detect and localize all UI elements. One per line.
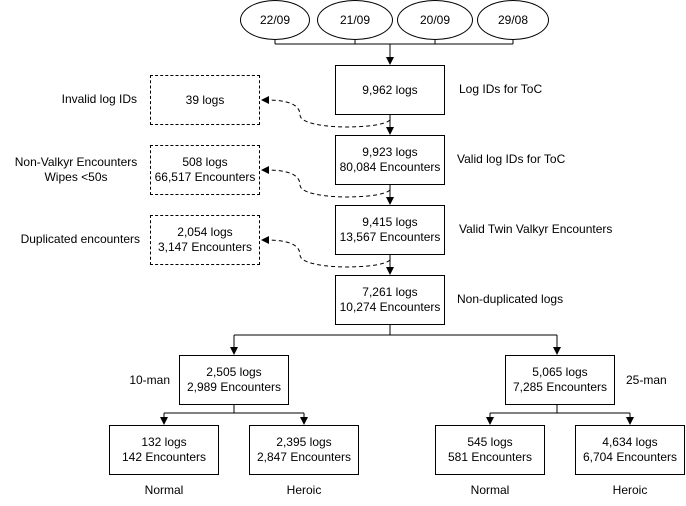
exclusion-arrow [261,236,391,268]
group-node-10-man: 2,505 logs 2,989 Encounters [179,355,289,405]
node-line: 7,261 logs [362,285,418,299]
leaf-node-10-normal: 132 logs 142 Encounters [109,425,219,475]
node-line: 6,704 Encounters [582,450,678,464]
node-line: 142 Encounters [121,450,207,464]
group-label: 10-man [129,373,170,387]
excluded-node-invalid-ids: 39 logs [150,75,260,125]
label-line: Duplicated encounters [20,232,140,246]
date-connector [274,32,514,45]
leaf-node-25-normal: 545 logs 581 Encounters [435,425,545,475]
node-line: 508 logs [182,155,228,169]
node-line: 132 logs [141,435,187,449]
label-line: Wipes <50s [44,170,108,184]
node-line: 9,923 logs [362,145,418,159]
leaf-label: Normal [470,483,510,497]
leaf-node-10-heroic: 2,395 logs 2,847 Encounters [249,425,359,475]
node-line: 2,505 logs [206,365,262,379]
exclusion-arrow [261,166,391,198]
node-line: 80,084 Encounters [339,160,441,174]
node-line: 7,285 Encounters [512,380,608,394]
flow-node-valid-valkyr: 9,415 logs 13,567 Encounters [335,205,445,255]
node-line: 545 logs [467,435,513,449]
date-oval: 21/09 [317,0,393,40]
group-label: 25-man [626,373,667,387]
node-line: 9,415 logs [362,215,418,229]
node-line: 13,567 Encounters [339,230,441,244]
date-oval: 22/09 [240,0,310,40]
flow-label: Valid log IDs for ToC [457,152,566,166]
node-line: 39 logs [185,92,225,107]
node-line: 4,634 logs [602,435,658,449]
group-node-25-man: 5,065 logs 7,285 Encounters [505,355,615,405]
flow-label: Non-duplicated logs [457,292,564,306]
excluded-label: Non-Valkyr Encounters Wipes <50s [8,155,144,185]
node-line: 3,147 Encounters [157,240,253,254]
node-line: 10,274 Encounters [339,300,441,314]
excluded-node-duplicated: 2,054 logs 3,147 Encounters [150,215,260,265]
excluded-label: Invalid log IDs [62,92,137,107]
leaf-label: Heroic [612,483,648,497]
flow-label: Valid Twin Valkyr Encounters [459,222,613,236]
node-line: 5,065 logs [532,365,588,379]
split-connector [164,405,630,414]
flow-label: Log IDs for ToC [459,82,543,96]
label-line: Invalid log IDs [61,92,137,106]
flow-node-non-duplicated: 7,261 logs 10,274 Encounters [335,275,445,325]
exclusion-arrow [261,96,391,128]
excluded-label: Duplicated encounters [21,232,140,247]
node-line: 2,989 Encounters [186,380,282,394]
node-line: 2,847 Encounters [256,450,352,464]
flow-node-valid-log-ids: 9,923 logs 80,084 Encounters [335,135,445,185]
leaf-node-25-heroic: 4,634 logs 6,704 Encounters [575,425,685,475]
date-oval: 29/08 [477,0,549,40]
node-line: 2,054 logs [177,225,233,239]
flow-node-log-ids: 9,962 logs [335,65,445,115]
split-connector [234,325,557,336]
leaf-label: Normal [144,483,184,497]
label-line: Non-Valkyr Encounters [14,155,138,169]
date-oval: 20/09 [397,0,473,40]
node-line: 581 Encounters [447,450,533,464]
node-line: 66,517 Encounters [154,170,256,184]
node-line: 2,395 logs [276,435,332,449]
excluded-node-non-valkyr: 508 logs 66,517 Encounters [150,145,260,195]
leaf-label: Heroic [286,483,322,497]
node-line: 9,962 logs [362,82,418,97]
